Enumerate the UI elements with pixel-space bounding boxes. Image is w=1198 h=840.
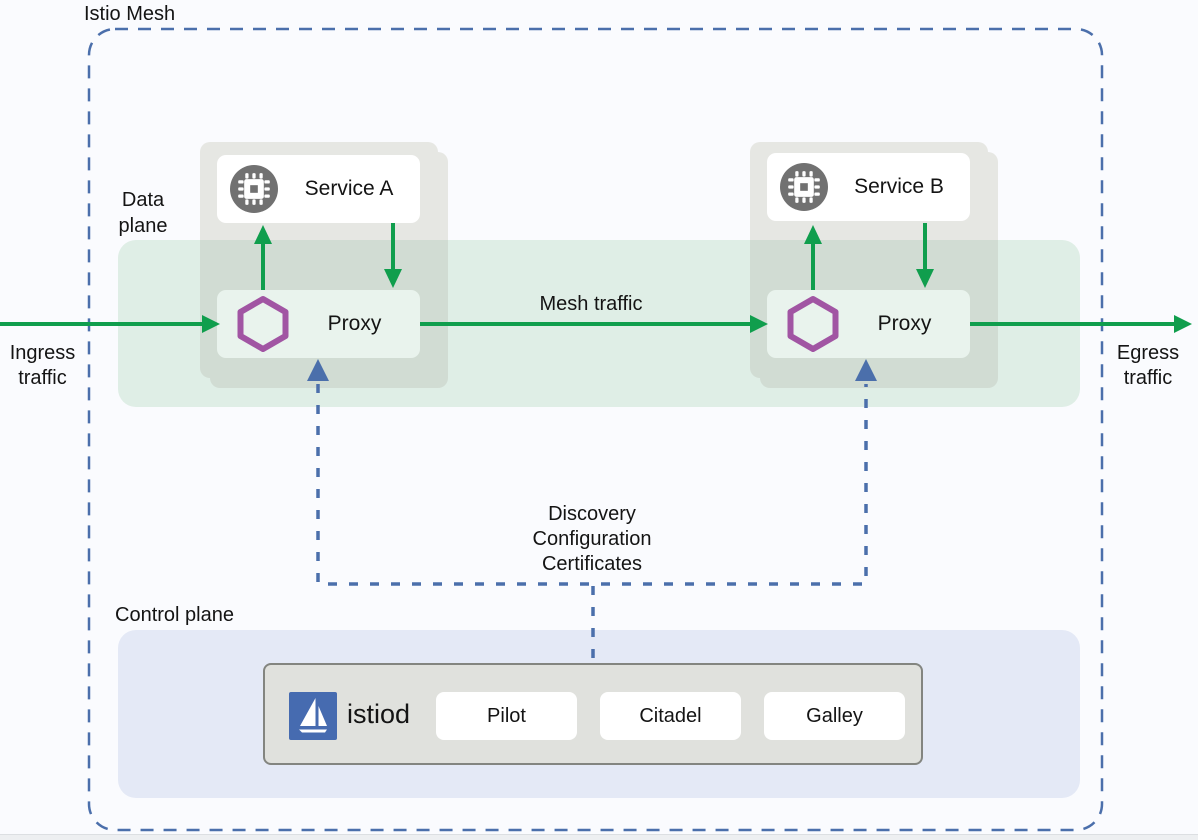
control-plane-label: Control plane xyxy=(115,604,234,626)
chip-icon xyxy=(230,165,278,213)
service-b-box: Service B xyxy=(767,153,970,221)
egress-arrowhead xyxy=(1174,315,1192,333)
ingress-traffic-label: Ingress traffic xyxy=(9,342,76,389)
discovery-configuration-certificates-label: Discovery Configuration Certificates xyxy=(532,503,652,575)
mesh-traffic-label: Mesh traffic xyxy=(539,293,643,315)
proxy-a-label: Proxy xyxy=(327,312,382,335)
istio-sail-logo xyxy=(289,692,337,740)
chip-icon xyxy=(780,163,828,211)
service-a-box: Service A xyxy=(217,155,420,223)
istio-mesh-title: Istio Mesh xyxy=(84,3,176,25)
istiod-box: istiod Pilot Citadel Galley xyxy=(263,663,923,765)
galley-box: Galley xyxy=(764,692,905,740)
proxy-a-box: Proxy xyxy=(217,290,420,358)
service-b-label: Service B xyxy=(854,175,944,198)
pilot-box: Pilot xyxy=(436,692,577,740)
envoy-hexagon-icon xyxy=(237,295,289,353)
citadel-box: Citadel xyxy=(600,692,741,740)
egress-traffic-label: Egress traffic xyxy=(1116,342,1180,389)
proxy-b-label: Proxy xyxy=(877,312,932,335)
service-a-label: Service A xyxy=(304,177,394,200)
proxy-b-box: Proxy xyxy=(767,290,970,358)
data-plane-label: Data plane xyxy=(118,189,168,237)
bottom-edge-strip xyxy=(0,834,1198,840)
istiod-label: istiod xyxy=(347,698,411,729)
envoy-hexagon-icon xyxy=(787,295,839,353)
